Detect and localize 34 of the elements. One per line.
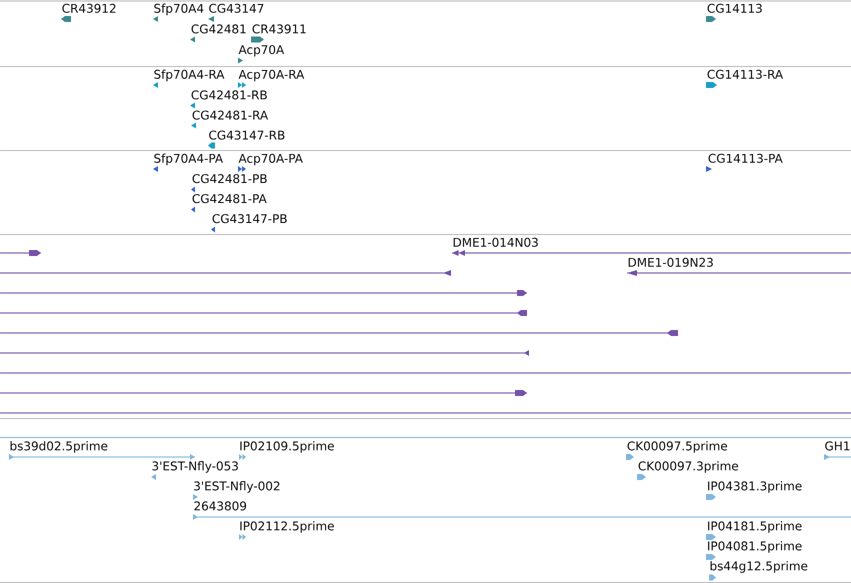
feature-label: CK00097.5prime (628, 441, 728, 453)
feature-label: Sfp70A4-RA (154, 70, 224, 82)
feature-label: 2643809 (194, 501, 246, 510)
feature-label: IP02112.5prime (240, 521, 334, 533)
feature-label: bs39d02.5prime (10, 441, 108, 453)
feature-label: Acp70A-PA (238, 154, 303, 166)
feature-label: CG14113-PA (708, 154, 783, 163)
feature-label: CG42481 (192, 24, 246, 34)
feature-label: Acp70A (238, 45, 284, 56)
feature-label: Sfp70A4 (154, 4, 204, 16)
feature-label: Sfp70A4-PA (154, 154, 223, 166)
feature-label: IP04381.3prime (708, 481, 802, 493)
feature-label: CG42481-RA (192, 110, 268, 120)
feature-label: GH1 (825, 441, 850, 450)
feature-label: CG42481-PB (192, 174, 267, 184)
feature-label: CG43147-RB (209, 130, 284, 140)
feature-label: IP04181.5prime (708, 521, 802, 533)
feature-label: CG43147-PB (212, 214, 287, 224)
feature-label: DME1-014N03 (454, 238, 538, 247)
feature-label: DME1-019N23 (628, 258, 713, 267)
feature-label: IP02109.5prime (240, 441, 334, 453)
feature-label: 3'EST-Nfly-002 (194, 481, 280, 493)
feature-label: bs44g12.5prime (710, 561, 808, 573)
feature-label: CG14113-RA (708, 70, 784, 79)
feature-label: CG42481-RB (192, 90, 267, 100)
feature-label: CG14113 (708, 4, 762, 13)
feature-label: 3'EST-Nfly-053 (152, 461, 238, 473)
feature-label: CG43147 (209, 4, 264, 13)
feature-label: Acp70A-RA (238, 70, 304, 82)
feature-label: IP04081.5prime (708, 541, 802, 553)
feature-label: CK00097.3prime (638, 461, 738, 473)
feature-label: CG42481-PA (192, 194, 267, 204)
feature-label: CR43912 (62, 4, 116, 13)
feature-label: CR43911 (252, 24, 306, 34)
